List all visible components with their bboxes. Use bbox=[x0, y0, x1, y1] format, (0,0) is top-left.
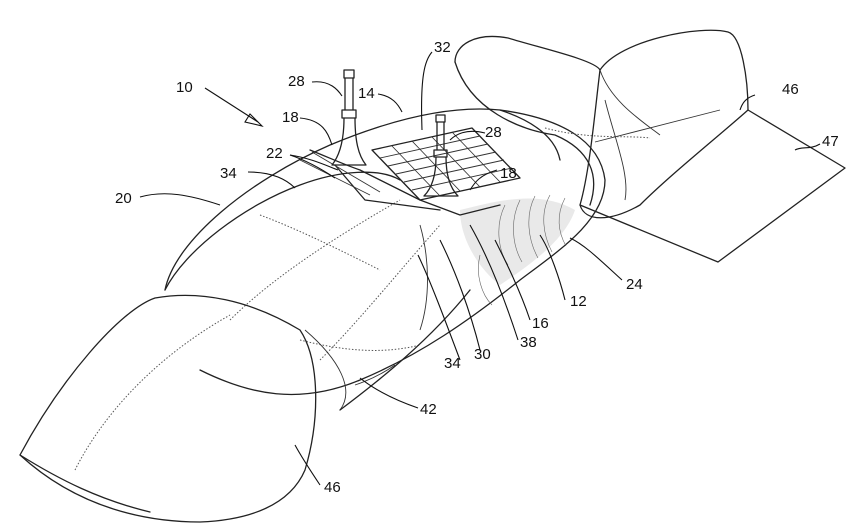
post-28-right bbox=[423, 114, 459, 197]
label-34-top: 34 bbox=[220, 165, 237, 182]
label-10: 10 bbox=[176, 79, 193, 96]
label-32: 32 bbox=[434, 39, 451, 56]
left-end-shroud bbox=[19, 289, 471, 523]
label-28-left: 28 bbox=[288, 73, 305, 90]
label-24: 24 bbox=[626, 276, 643, 293]
label-46-bottom: 46 bbox=[324, 479, 341, 496]
label-46-top: 46 bbox=[782, 81, 799, 98]
label-42: 42 bbox=[420, 401, 437, 418]
label-18-right: 18 bbox=[500, 165, 517, 182]
label-16: 16 bbox=[532, 315, 549, 332]
label-22: 22 bbox=[266, 145, 283, 162]
label-14: 14 bbox=[358, 85, 375, 102]
leader-lines bbox=[139, 51, 821, 486]
label-18-left: 18 bbox=[282, 109, 299, 126]
label-30: 30 bbox=[474, 346, 491, 363]
flat-plate-47 bbox=[579, 109, 846, 263]
label-47: 47 bbox=[822, 133, 839, 150]
label-34-bottom: 34 bbox=[444, 355, 461, 372]
reference-numerals: 10 28 14 32 46 47 18 28 22 34 18 20 24 1… bbox=[115, 39, 839, 496]
post-28-left bbox=[331, 69, 367, 166]
hub-structure bbox=[299, 149, 501, 216]
label-38: 38 bbox=[520, 334, 537, 351]
label-12: 12 bbox=[570, 293, 587, 310]
label-28-right: 28 bbox=[485, 124, 502, 141]
label-20: 20 bbox=[115, 190, 132, 207]
right-end-shroud bbox=[454, 29, 749, 219]
